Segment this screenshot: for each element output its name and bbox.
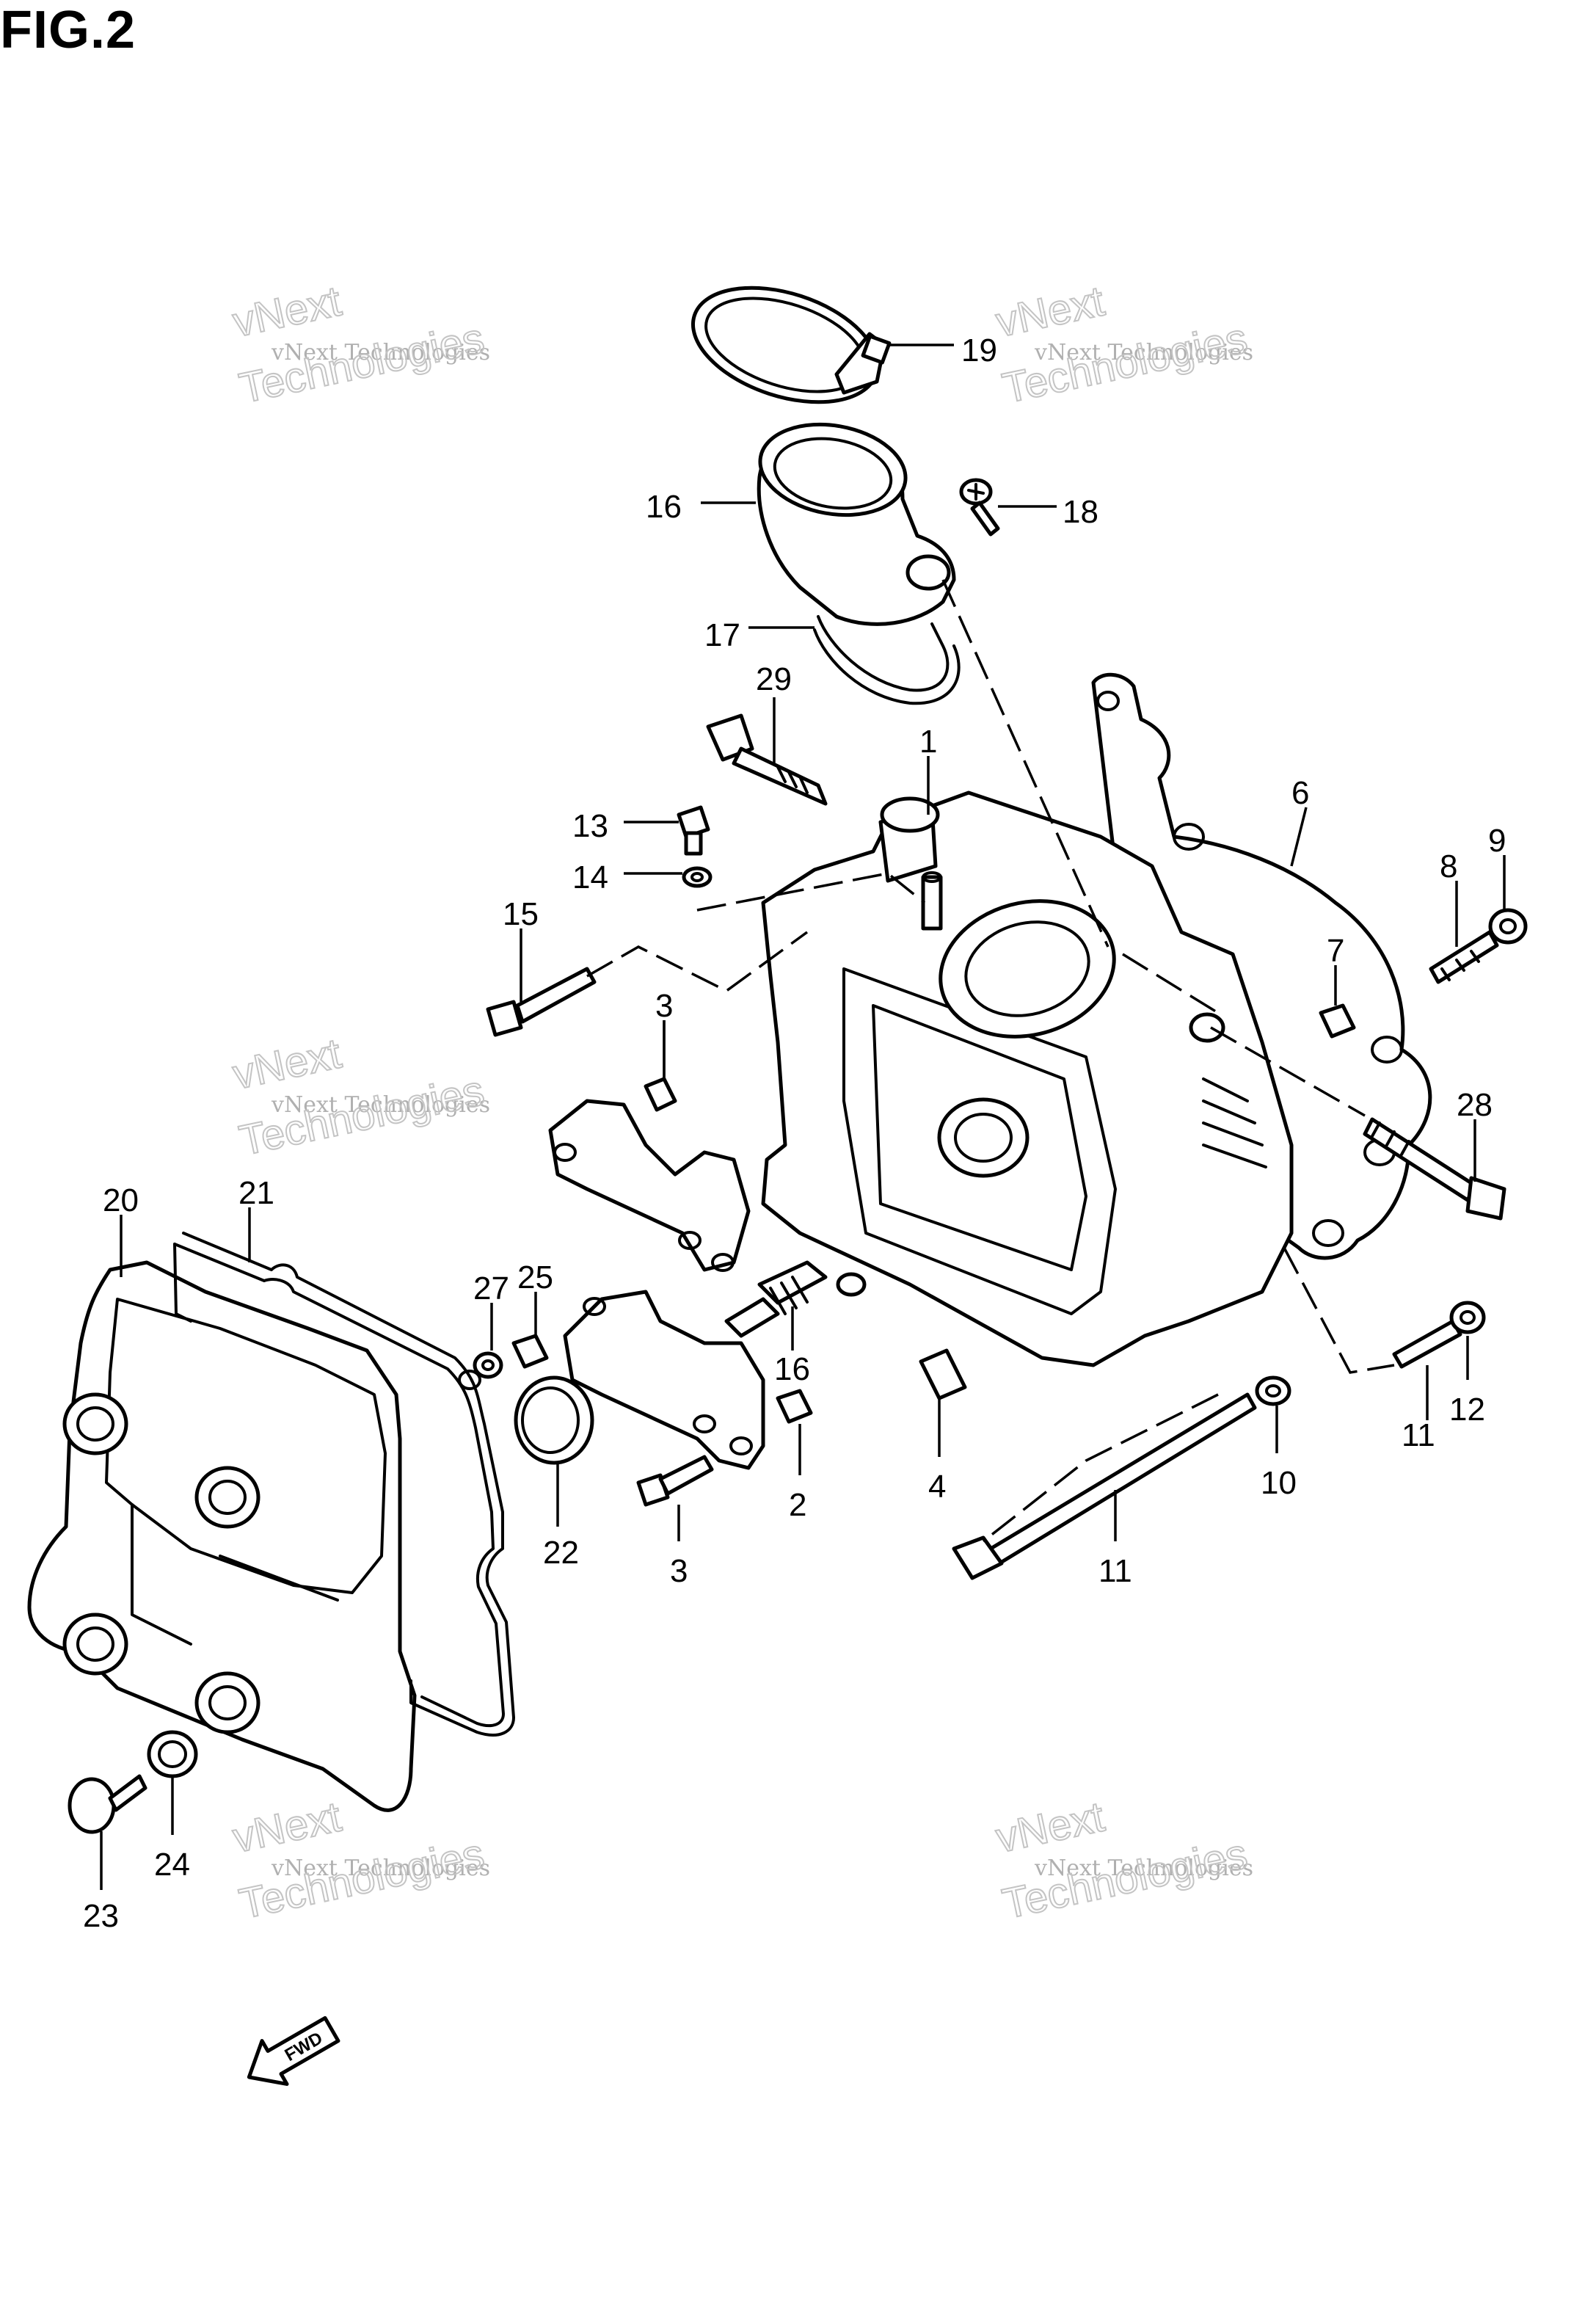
part-10-long-bolt bbox=[952, 1392, 1257, 1580]
watermark-text: vNext Technologies bbox=[271, 340, 490, 366]
part-20-clamp bbox=[690, 286, 892, 404]
part-21-head-cover bbox=[27, 1260, 417, 1812]
watermark-vnext: vNext bbox=[992, 277, 1109, 346]
part-17-intake-pipe bbox=[757, 422, 956, 626]
part-13-bolt bbox=[677, 805, 710, 856]
callout-8: 9 bbox=[1488, 823, 1506, 859]
cam-holder-lower bbox=[563, 1290, 765, 1470]
part-11-stud bbox=[1392, 1319, 1462, 1369]
part-19-screw bbox=[959, 478, 1000, 537]
callout-10: 11 bbox=[1098, 1553, 1132, 1589]
part-23-oil-seal bbox=[514, 1375, 594, 1465]
part-5-gasket bbox=[1091, 672, 1432, 1260]
watermark-vnext: vNext bbox=[229, 1793, 346, 1862]
watermark-vnext: vNext bbox=[229, 277, 346, 346]
part-25-seal bbox=[147, 1730, 198, 1778]
figure-title: FIG.2 bbox=[0, 1, 136, 59]
watermark-text: vNext Technologies bbox=[1034, 340, 1253, 366]
part-6-dowel bbox=[1319, 1003, 1356, 1039]
part-16-spark-plug bbox=[724, 1260, 828, 1338]
part-27-bolt bbox=[706, 713, 828, 806]
callout-21: 20 bbox=[103, 1182, 139, 1218]
callout-15: 15 bbox=[503, 896, 539, 932]
part-14-washer bbox=[682, 866, 713, 888]
callout-18: 17 bbox=[704, 617, 740, 653]
part-28-bolt bbox=[1363, 1117, 1506, 1221]
callout-23: 22 bbox=[543, 1535, 579, 1571]
part-2-dowel bbox=[776, 1389, 813, 1424]
callout-14: 14 bbox=[572, 859, 608, 895]
part-24-bolt bbox=[68, 1774, 147, 1834]
callout-6: 7 bbox=[1327, 933, 1344, 969]
watermark-text: vNext Technologies bbox=[271, 1092, 490, 1118]
part-15-bolt bbox=[486, 967, 597, 1037]
callout-25: 24 bbox=[154, 1847, 190, 1883]
callout-5: 6 bbox=[1291, 775, 1309, 811]
callout-3-upper: 3 bbox=[655, 988, 673, 1024]
cam-holder-upper bbox=[548, 1099, 751, 1272]
callout-19: 18 bbox=[1063, 494, 1098, 530]
callout-2: 2 bbox=[789, 1487, 806, 1523]
part-7-stud bbox=[1429, 930, 1499, 984]
watermark-text: vNext Technologies bbox=[1034, 1855, 1253, 1881]
callout-27: 29 bbox=[756, 661, 792, 697]
part-9-washer bbox=[1255, 1375, 1291, 1406]
part-26-dowel bbox=[511, 1334, 549, 1369]
part-4-guide bbox=[919, 1348, 967, 1400]
alignment-lines bbox=[586, 579, 1395, 1543]
leader-lines bbox=[100, 343, 1506, 1890]
watermark-vnext: vNext bbox=[992, 1793, 1109, 1862]
callout-24: 23 bbox=[83, 1898, 119, 1934]
callout-11: 11 bbox=[1402, 1417, 1435, 1453]
watermark-vnext: vNext bbox=[229, 1030, 346, 1099]
callout-9: 10 bbox=[1261, 1465, 1297, 1501]
callout-29: 27 bbox=[473, 1270, 509, 1306]
watermark-text: vNext Technologies bbox=[271, 1855, 490, 1881]
callout-labels: 19 16 18 17 29 1 6 9 8 13 14 15 3 7 28 2… bbox=[83, 332, 1506, 1934]
part-29-washer bbox=[473, 1351, 503, 1379]
part-8-nut bbox=[1488, 908, 1528, 945]
callout-7: 8 bbox=[1440, 848, 1457, 884]
callout-22: 21 bbox=[238, 1175, 274, 1211]
callout-20: 19 bbox=[961, 332, 997, 368]
callout-28: 28 bbox=[1457, 1087, 1493, 1123]
part-18-o-ring bbox=[813, 615, 961, 705]
callout-3-lower: 3 bbox=[670, 1553, 688, 1589]
part-3-bolt-lower bbox=[636, 1455, 714, 1507]
callout-13: 13 bbox=[572, 808, 608, 844]
callout-17: 16 bbox=[646, 489, 682, 525]
part-3-dowel-pin bbox=[644, 1077, 677, 1112]
part-22-cover-gasket bbox=[173, 1232, 515, 1737]
callout-1: 1 bbox=[919, 724, 937, 760]
callout-16: 16 bbox=[774, 1351, 810, 1387]
callout-12: 12 bbox=[1449, 1392, 1485, 1428]
arrow-fwd-icon: FWD bbox=[247, 2015, 340, 2086]
callout-26: 25 bbox=[517, 1259, 553, 1295]
part-12-nut bbox=[1449, 1301, 1486, 1334]
callout-4: 4 bbox=[928, 1469, 946, 1505]
part-1-cylinder-head bbox=[761, 790, 1294, 1367]
